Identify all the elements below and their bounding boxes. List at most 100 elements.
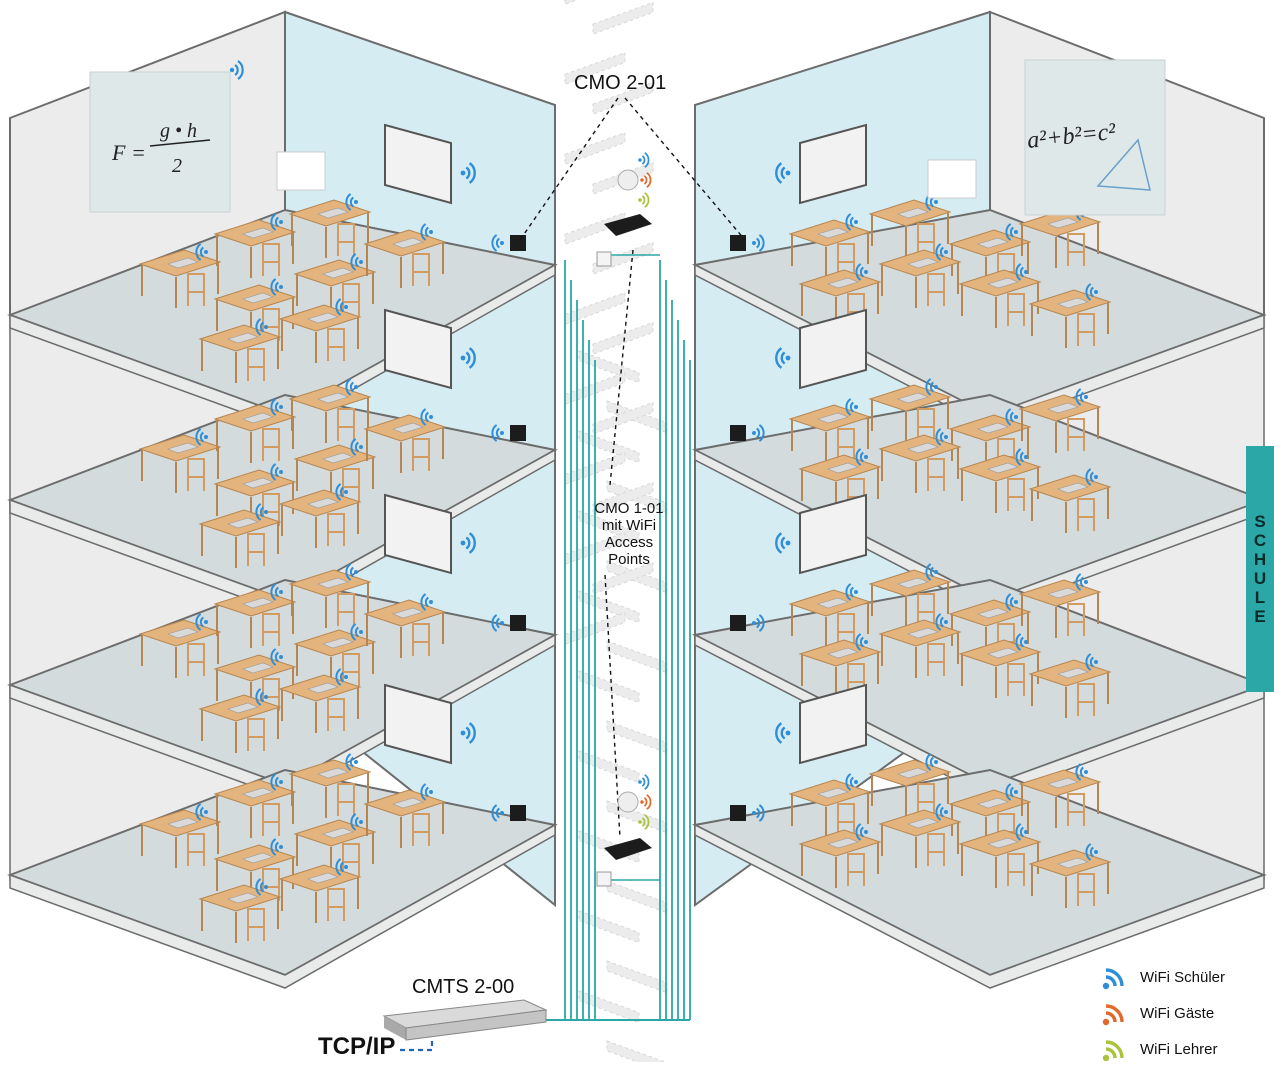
wifi-arc [939,246,944,258]
wifi-arc [199,246,204,258]
chair [187,643,205,663]
laptop [907,257,939,269]
wifi-dot [785,540,791,546]
wifi-arc [845,213,852,231]
desk [1018,388,1102,453]
wifi-dot [359,260,363,264]
wifi-icon [1085,843,1098,861]
side-tab-letter: L [1254,588,1266,607]
desk [138,803,222,868]
wifi-icon [845,213,858,231]
laptop [307,682,339,694]
wifi-icon [491,234,504,252]
wifi-arc [259,506,264,518]
desk [363,408,447,473]
wifi-arc [468,532,476,554]
wifi-access-point [617,791,639,813]
chair [837,803,855,823]
laptop [227,702,259,714]
whiteboard-screen [799,493,867,575]
wifi-icon [1005,223,1018,241]
wifi-arc [495,237,500,249]
wifi-arc [424,226,429,238]
label-cmo-1-01-line2: mit WiFi [601,517,657,534]
legend-item-schueler: WiFi Schüler [1100,962,1225,992]
wifi-arc [849,586,854,598]
wifi-arc [255,503,262,521]
chair [327,328,345,348]
wifi-icon [1102,968,1124,990]
desk [288,753,372,818]
wifi-dot [752,241,756,245]
wifi-icon [335,668,348,686]
wifi-arc [935,428,942,446]
wifi-icon [775,347,791,369]
laptop [987,462,1019,474]
wifi-icon [255,688,268,706]
laptop [827,837,859,849]
wifi-icon [335,858,348,876]
chair [327,513,345,533]
wifi-dot [264,510,268,514]
laptop [322,637,354,649]
wifi-dot [785,355,791,361]
chair [927,273,945,293]
wifi-arc [255,878,262,896]
wifi-arc [935,613,942,631]
wifi-arc [849,401,854,413]
wifi-arc [641,155,646,165]
wifi-dot [1014,230,1018,234]
access-point [730,235,746,251]
stair-step [578,350,640,384]
wifi-dot [638,158,642,162]
wifi-arc [1009,786,1014,798]
chair [342,283,360,303]
wifi-icon [195,428,208,446]
wifi-icon [1085,283,1098,301]
wifi-arc [354,441,359,453]
chair [1077,498,1095,518]
wifi-arc [270,648,277,666]
stair-step [564,131,626,166]
wifi-dot [934,385,938,389]
chair [1067,603,1085,623]
wifi-dot [279,845,283,849]
cmts-rack-front [405,1009,547,1041]
desk [293,813,377,878]
wifi-icon [1075,573,1088,591]
desk [213,213,297,278]
desk [958,633,1042,698]
wifi-dot [638,820,642,824]
wifi-dot [344,305,348,309]
wifi-arc [1009,226,1014,238]
wifi-dot [354,760,358,764]
wifi-arc [1009,411,1014,423]
desk [278,298,362,363]
wifi-arc [270,398,277,416]
wifi-icon [270,463,283,481]
wifi-dot [204,250,208,254]
wifi-icon [925,378,938,396]
wifi-arc [758,234,765,252]
cmts-rack-side [384,1016,406,1040]
desk [798,633,882,698]
wifi-icon [1005,593,1018,611]
desk [213,463,297,528]
wifi-arc [756,427,761,439]
wifi-icon [460,162,476,184]
wifi-arc [1019,451,1024,463]
wifi-arc [1005,408,1012,426]
laptop [392,797,424,809]
wifi-dot [944,250,948,254]
wifi-dot [640,178,644,182]
wifi-icon [345,753,358,771]
label-cmo-1-01-line1: CMO 1-01 [594,500,664,517]
wifi-dot [1084,770,1088,774]
wifi-icon [1102,1004,1124,1026]
label-cmo-1-01-line3: Access [604,534,654,551]
chair [837,428,855,448]
wifi-dot [1094,660,1098,664]
wifi-dot [934,760,938,764]
wifi-arc [939,616,944,628]
